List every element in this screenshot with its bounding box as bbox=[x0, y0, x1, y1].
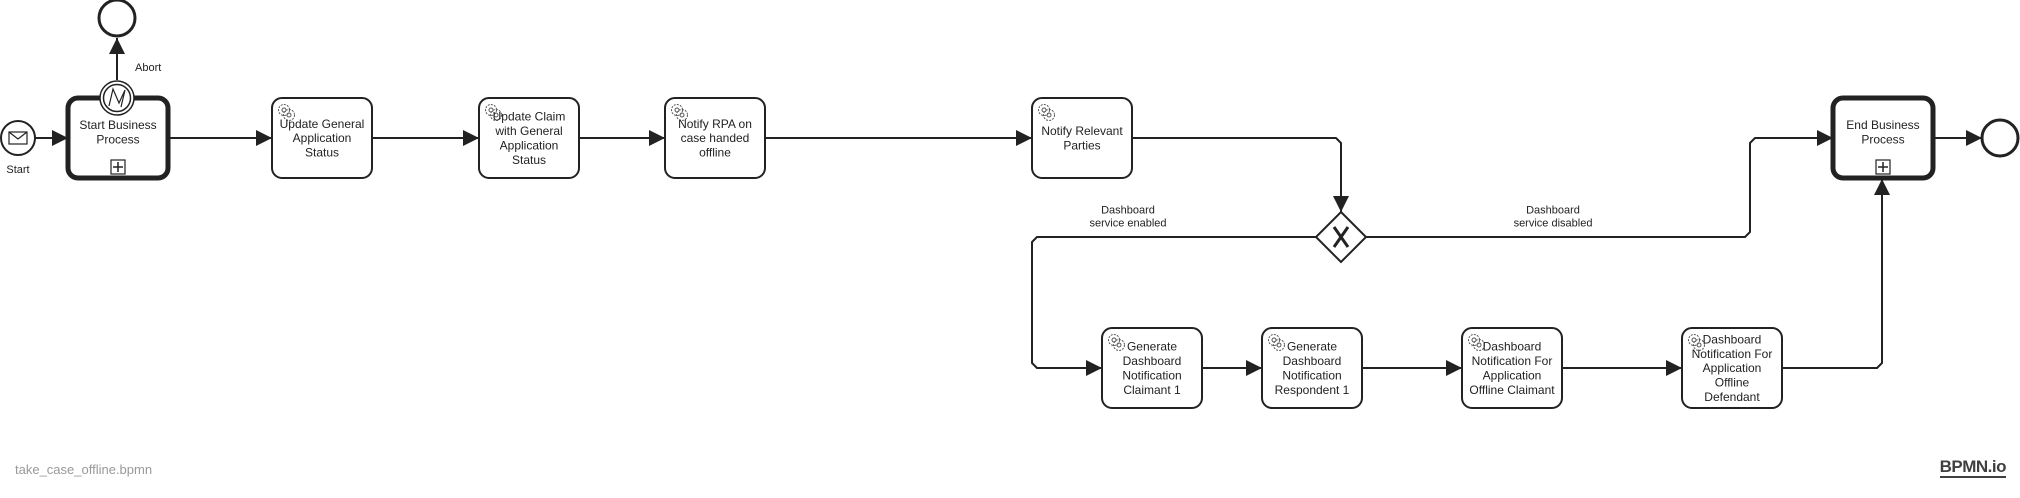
start-event[interactable] bbox=[0, 120, 36, 156]
flow-to-gateway[interactable] bbox=[1132, 137, 1349, 212]
flow-to-end-process[interactable] bbox=[1781, 179, 1890, 369]
flow-dashboard-enabled[interactable] bbox=[1031, 236, 1316, 376]
x-icon bbox=[1332, 226, 1350, 248]
error-boundary-event[interactable] bbox=[99, 80, 135, 116]
service-task-gear-icon bbox=[1108, 334, 1125, 351]
service-task-gear-icon bbox=[1268, 334, 1285, 351]
service-task-gear-icon bbox=[1688, 334, 1705, 351]
expand-marker-icon[interactable] bbox=[110, 159, 126, 175]
abort-end-event[interactable] bbox=[97, 0, 137, 38]
flow-dashboard-disabled[interactable] bbox=[1366, 130, 1833, 238]
service-task-gear-icon bbox=[1038, 104, 1055, 121]
bpmn-io-logo[interactable]: BPMN.io bbox=[1939, 457, 2007, 478]
exclusive-gateway[interactable] bbox=[1314, 210, 1368, 264]
expand-marker-icon[interactable] bbox=[1875, 159, 1891, 175]
service-task-gear-icon bbox=[1468, 334, 1485, 351]
service-task-gear-icon bbox=[671, 104, 688, 121]
service-task-gear-icon bbox=[485, 104, 502, 121]
end-event[interactable] bbox=[1980, 118, 2020, 158]
envelope-icon bbox=[8, 131, 28, 145]
start-event-label: Start bbox=[6, 164, 29, 176]
file-name: take_case_offline.bpmn bbox=[15, 462, 153, 477]
service-task-gear-icon bbox=[278, 104, 295, 121]
abort-label: Abort bbox=[135, 62, 161, 74]
error-icon bbox=[108, 87, 126, 108]
